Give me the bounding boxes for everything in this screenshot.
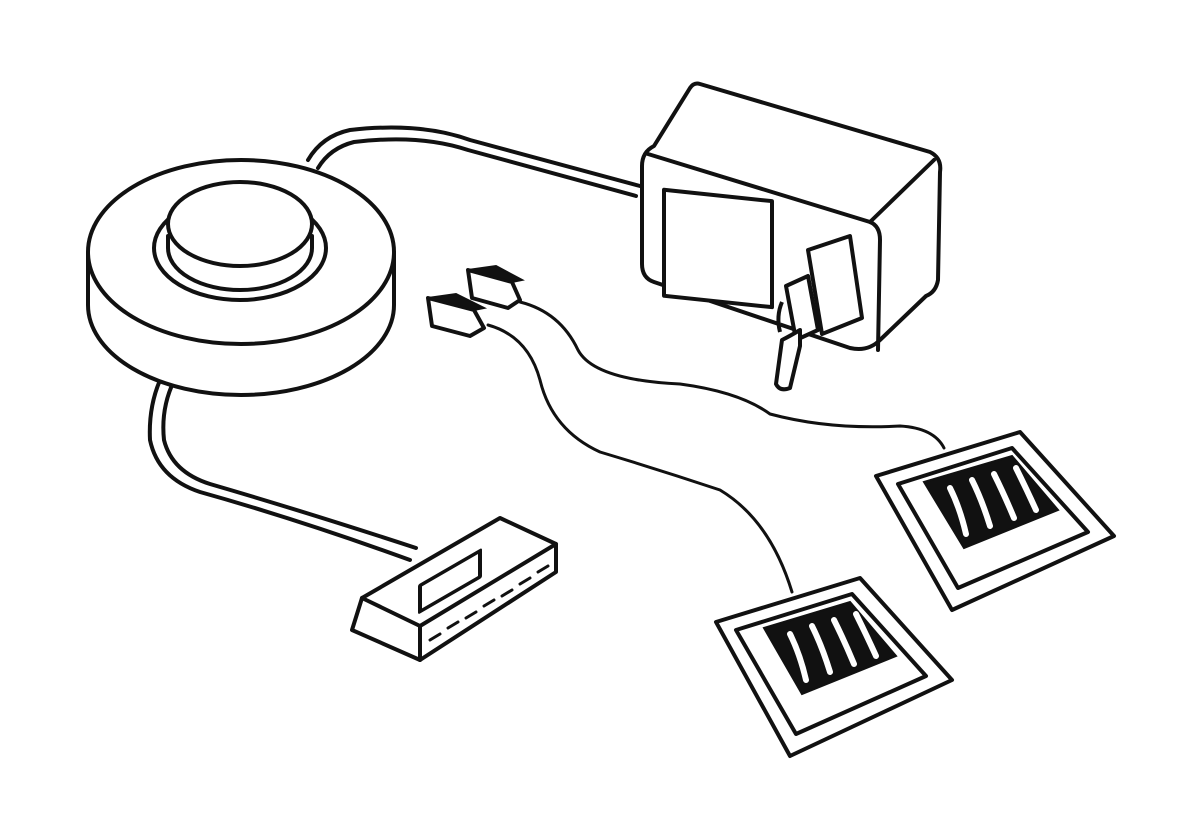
connector-plug-left [426,292,488,338]
connector-plug-right [466,264,525,310]
plug-pins [774,234,864,392]
switch-button [152,180,328,302]
left-spot-cable [486,323,794,594]
power-supply-adapter [640,81,943,392]
distribution-block [350,516,558,662]
led-spot-left [714,576,954,758]
right-spot-cable [518,300,946,450]
led-spot-right [874,430,1116,612]
adapter-to-switch-cable [306,125,642,198]
hub-ports [428,564,550,642]
round-push-switch [86,158,396,397]
switch-to-hub-cable [147,366,418,562]
